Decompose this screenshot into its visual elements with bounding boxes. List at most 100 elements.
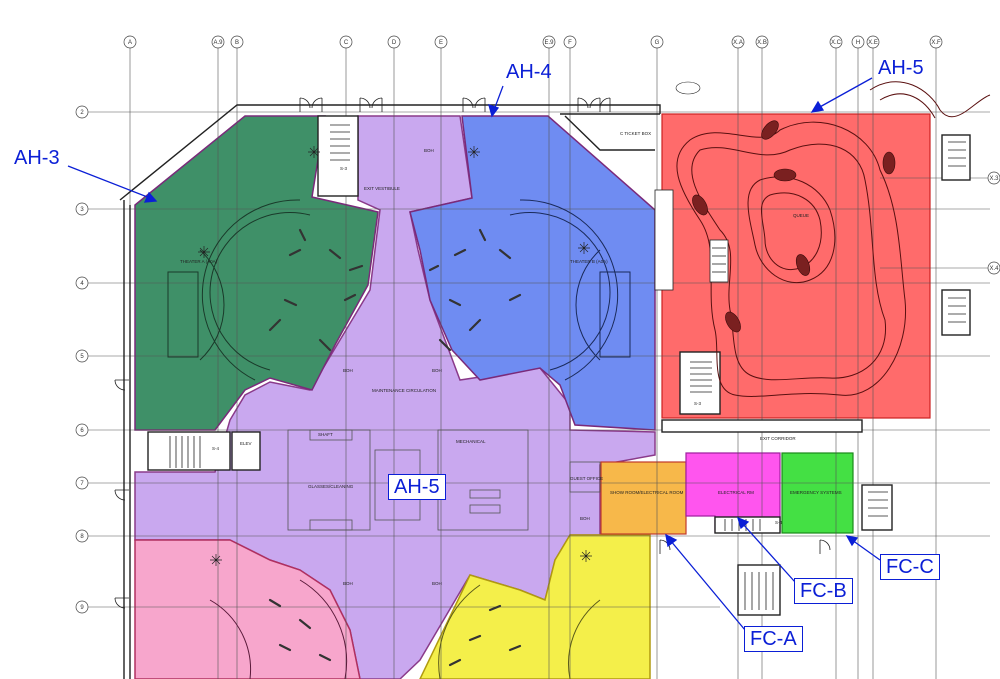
stage-a xyxy=(167,271,199,358)
label-fcc: FC-C xyxy=(880,554,940,580)
row-bubble-6 xyxy=(75,423,89,437)
tag-boh-low-right: BOH xyxy=(432,581,442,586)
track-top-curve-2 xyxy=(879,93,936,119)
tag-s4-left: S-4 xyxy=(212,446,220,451)
tag-mechanical: MECHANICAL xyxy=(456,439,486,444)
column-bubble-XC xyxy=(829,35,843,49)
column-bubble-label: X.B xyxy=(757,40,767,46)
column-bubble-H xyxy=(851,35,865,49)
star-1 xyxy=(308,146,320,158)
door-swings xyxy=(114,97,831,609)
row-bubble-label: 9 xyxy=(80,605,84,611)
column-bubble-C xyxy=(339,35,353,49)
vehicle-5 xyxy=(795,254,811,276)
column-bubble-label: X.E xyxy=(868,40,878,46)
leader-fcc xyxy=(851,539,881,561)
mech-equip-1 xyxy=(469,489,501,499)
vehicle-3 xyxy=(692,194,708,216)
row-bubble-label: 2 xyxy=(80,110,84,116)
row-bubble-label: 8 xyxy=(80,534,84,540)
row-bubble-label: 5 xyxy=(80,354,84,360)
stair-right-mid xyxy=(941,289,971,336)
column-bubble-A9 xyxy=(211,35,225,49)
leader-ah4 xyxy=(493,85,504,111)
ride-vehicles xyxy=(675,81,896,333)
row-bubble-X3 xyxy=(987,171,1000,185)
theater-b-arc-stage xyxy=(575,249,601,361)
track-inner-1 xyxy=(691,143,887,381)
leader-arrows xyxy=(67,77,881,631)
theater-seating xyxy=(167,199,631,679)
stair-treads xyxy=(169,124,966,610)
tag-electrical: ELECTRICAL RM xyxy=(718,490,754,495)
track-top-curve xyxy=(869,81,991,118)
row-bubble-label: X.3 xyxy=(989,176,999,182)
label-ah5-center: AH-5 xyxy=(388,474,446,500)
star-5 xyxy=(210,554,222,566)
stair-right-low xyxy=(861,484,893,531)
row-bubble-2 xyxy=(75,105,89,119)
column-bubble-D xyxy=(387,35,401,49)
star-4 xyxy=(578,242,590,254)
column-bubble-F xyxy=(563,35,577,49)
row-bubble-label: 4 xyxy=(80,281,84,287)
theater-a-arc-stage xyxy=(199,249,225,361)
stair-s3-top xyxy=(317,115,359,197)
tag-boh-right: BOH xyxy=(432,368,442,373)
seat-bars xyxy=(268,228,522,667)
tag-s3: S-3 xyxy=(694,401,702,406)
zone-fcc xyxy=(781,452,854,534)
vehicle-2 xyxy=(882,151,896,175)
elevator xyxy=(231,431,261,471)
label-fca: FC-A xyxy=(744,626,803,652)
label-ah5-top: AH-5 xyxy=(878,57,924,79)
star-symbols xyxy=(198,146,592,566)
leader-ah5-top xyxy=(817,77,873,109)
column-bubble-label: H xyxy=(856,40,860,46)
leader-ah3 xyxy=(67,165,151,199)
row-bubble-8 xyxy=(75,529,89,543)
column-bubble-label: X.C xyxy=(831,40,842,46)
tag-theater-b: THEATER B (A0A) xyxy=(570,259,608,264)
tag-exit-vestibule: EXIT VESTIBULE xyxy=(364,186,400,191)
leader-fca xyxy=(669,539,746,631)
tag-s4-right: S-4 xyxy=(775,520,783,525)
vehicle-1 xyxy=(761,120,779,140)
ride-stair xyxy=(654,189,729,291)
tag-boh-top: BOH xyxy=(424,148,434,153)
tag-ticket: C TICKET BOX xyxy=(620,131,651,136)
theater-c-arc-2 xyxy=(299,579,348,679)
column-bubble-label: D xyxy=(392,40,397,46)
tag-boh-low-left: BOH xyxy=(343,581,353,586)
leader-fcb xyxy=(741,522,796,583)
column-bubble-label: B xyxy=(235,40,239,46)
vehicle-6 xyxy=(725,311,741,333)
stage-b xyxy=(599,271,631,358)
wall-ticket-diag xyxy=(564,115,655,151)
column-bubble-G xyxy=(650,35,664,49)
theater-c-arc xyxy=(209,599,252,679)
tag-boh-guest: BOH xyxy=(580,516,590,521)
exit-corridor xyxy=(661,419,863,433)
label-fcb: FC-B xyxy=(794,578,853,604)
column-bubble-label: X.A xyxy=(733,40,743,46)
row-bubble-7 xyxy=(75,476,89,490)
row-bubble-9 xyxy=(75,600,89,614)
star-3 xyxy=(198,246,210,258)
tag-theater-a: THEATER A (A0A) xyxy=(180,259,218,264)
row-bubble-5 xyxy=(75,349,89,363)
row-bubble-4 xyxy=(75,276,89,290)
row-bubble-label: 3 xyxy=(80,207,84,213)
column-bubble-label: E xyxy=(439,40,443,46)
theater-d-arc-2 xyxy=(568,599,601,679)
tag-queue: QUEUE xyxy=(793,213,809,218)
stair-fcb xyxy=(714,516,781,534)
tag-boh-left: BOH xyxy=(343,368,353,373)
label-ah3: AH-3 xyxy=(14,147,60,169)
vehicle-7 xyxy=(675,81,701,95)
column-bubble-XA xyxy=(731,35,745,49)
row-bubble-label: 6 xyxy=(80,428,84,434)
column-bubble-label: A xyxy=(128,40,132,46)
